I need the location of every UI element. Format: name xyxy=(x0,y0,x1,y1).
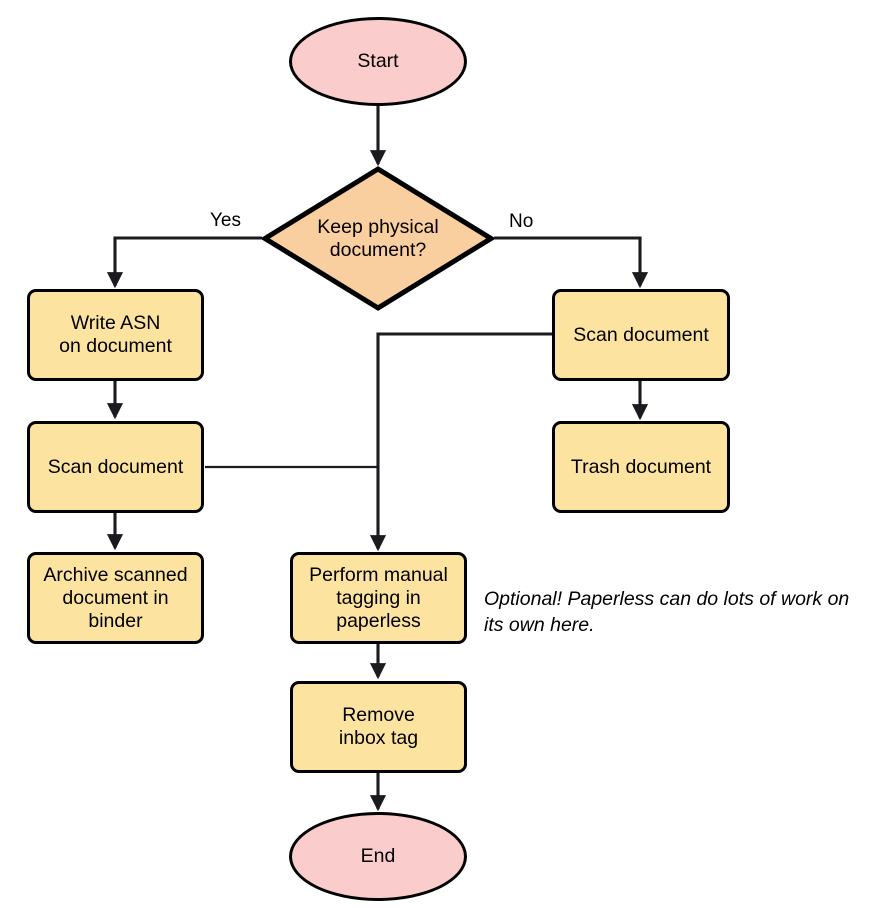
node-manual-tagging-label-line3: paperless xyxy=(336,609,421,632)
node-end-label: End xyxy=(360,845,396,867)
node-archive-label: Archive scanned document in binder xyxy=(43,564,187,633)
edge-label-yes: Yes xyxy=(210,210,241,231)
edge-label-no: No xyxy=(509,211,534,232)
node-trash-document-label: Trash document xyxy=(570,455,712,478)
node-archive-label-line2: document in xyxy=(62,586,169,609)
node-scan-document-left[interactable]: Scan document xyxy=(27,421,204,513)
node-archive-label-line3: binder xyxy=(88,609,143,632)
node-decision-label: Keep physical document? xyxy=(288,216,469,262)
node-manual-tagging-label-line2: tagging in xyxy=(336,586,421,609)
node-manual-tagging-label-line1: Perform manual xyxy=(309,563,448,586)
node-remove-inbox-label-line1: Remove xyxy=(342,704,415,726)
node-write-asn-label-line1: Write ASN xyxy=(70,312,161,334)
node-scan-document-left-label: Scan document xyxy=(47,455,184,478)
node-archive-label-line1: Archive scanned xyxy=(43,563,188,586)
node-remove-inbox-tag[interactable]: Remove inbox tag xyxy=(290,681,467,773)
edge-decision-no-to-scan-right xyxy=(494,236,649,289)
node-scan-document-right[interactable]: Scan document xyxy=(552,289,730,381)
node-write-asn-label-line2: on document xyxy=(59,335,172,357)
node-start-label: Start xyxy=(357,50,399,72)
node-decision-keep-physical-document[interactable]: Keep physical document? xyxy=(262,166,494,311)
edge-scan-right-to-manual-tagging xyxy=(369,332,552,552)
edge-decision-yes-to-write-asn xyxy=(106,236,262,289)
node-archive-scanned-document-in-binder[interactable]: Archive scanned document in binder xyxy=(27,552,204,644)
node-manual-tagging-label: Perform manual tagging in paperless xyxy=(309,564,448,633)
node-start[interactable]: Start xyxy=(289,17,467,106)
node-trash-document[interactable]: Trash document xyxy=(552,421,730,513)
node-write-asn-label: Write ASN on document xyxy=(59,312,172,358)
node-end[interactable]: End xyxy=(289,812,467,901)
node-remove-inbox-label: Remove inbox tag xyxy=(339,704,418,750)
node-write-asn-on-document[interactable]: Write ASN on document xyxy=(27,289,204,381)
decision-diamond-shape xyxy=(262,166,494,311)
annotation-optional-note: Optional! Paperless can do lots of work … xyxy=(484,588,850,636)
node-remove-inbox-label-line2: inbox tag xyxy=(338,727,419,749)
node-decision-label-line2: document? xyxy=(329,238,427,261)
node-scan-document-right-label: Scan document xyxy=(573,323,709,346)
node-perform-manual-tagging-in-paperless[interactable]: Perform manual tagging in paperless xyxy=(290,552,467,644)
node-decision-label-line1: Keep physical xyxy=(317,215,439,238)
